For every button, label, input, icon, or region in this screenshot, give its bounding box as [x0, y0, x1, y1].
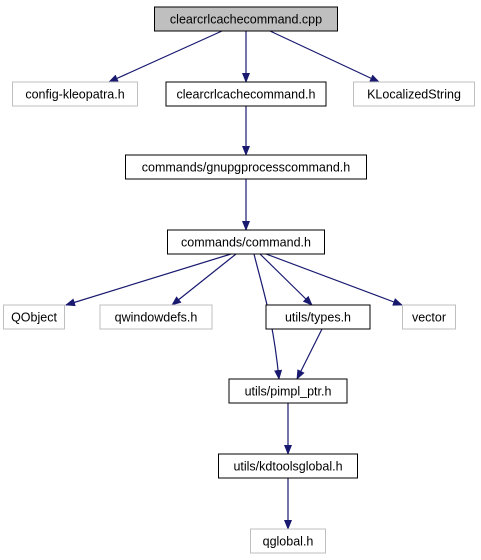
node-label-root: clearcrlcachecommand.cpp	[170, 13, 322, 27]
edge-command-to-qwindowdefs	[171, 253, 237, 306]
node-header[interactable]: clearcrlcachecommand.h	[165, 81, 327, 107]
node-kdtools[interactable]: utils/kdtoolsglobal.h	[218, 453, 358, 479]
node-qobject: QObject	[3, 304, 65, 330]
node-label-vector: vector	[412, 311, 446, 325]
dependency-edges	[65, 30, 403, 530]
node-label-klocalized: KLocalizedString	[367, 88, 461, 102]
node-box-types	[265, 304, 371, 330]
node-label-config: config-kleopatra.h	[25, 88, 124, 102]
node-qwindowdefs: qwindowdefs.h	[99, 304, 213, 330]
node-box-command	[167, 229, 325, 255]
edge-command-to-types	[259, 253, 313, 306]
node-qglobal: qglobal.h	[250, 528, 326, 554]
node-label-command: commands/command.h	[181, 236, 311, 250]
edge-command-to-vector	[265, 253, 403, 306]
node-types[interactable]: utils/types.h	[265, 304, 371, 330]
edge-types-to-pimpl	[296, 328, 323, 380]
node-label-qobject: QObject	[11, 311, 57, 325]
node-label-types: utils/types.h	[285, 311, 351, 325]
node-box-gnupg	[125, 154, 367, 180]
node-gnupg[interactable]: commands/gnupgprocesscommand.h	[125, 154, 367, 180]
node-root[interactable]: clearcrlcachecommand.cpp	[154, 6, 338, 32]
edge-root-to-klocalized	[269, 30, 380, 83]
node-box-root	[154, 6, 338, 32]
node-box-qwindowdefs	[99, 304, 213, 330]
node-pimpl[interactable]: utils/pimpl_ptr.h	[228, 378, 348, 404]
node-command[interactable]: commands/command.h	[167, 229, 325, 255]
node-box-kdtools	[218, 453, 358, 479]
node-config: config-kleopatra.h	[12, 81, 138, 107]
node-box-config	[12, 81, 138, 107]
node-label-qglobal: qglobal.h	[263, 535, 314, 549]
edge-root-to-config	[108, 30, 223, 83]
node-label-gnupg: commands/gnupgprocesscommand.h	[142, 161, 350, 175]
node-label-header: clearcrlcachecommand.h	[177, 88, 316, 102]
node-klocalized: KLocalizedString	[353, 81, 475, 107]
node-box-qglobal	[250, 528, 326, 554]
file-nodes: clearcrlcachecommand.cpp config-kleopatra…	[3, 6, 475, 554]
node-box-qobject	[3, 304, 65, 330]
node-label-qwindowdefs: qwindowdefs.h	[115, 311, 198, 325]
node-box-vector	[402, 304, 456, 330]
node-box-pimpl	[228, 378, 348, 404]
node-label-pimpl: utils/pimpl_ptr.h	[245, 385, 332, 399]
node-box-klocalized	[353, 81, 475, 107]
node-box-header	[165, 81, 327, 107]
node-label-kdtools: utils/kdtoolsglobal.h	[233, 460, 342, 474]
node-vector: vector	[402, 304, 456, 330]
edge-command-to-qobject	[65, 253, 232, 307]
